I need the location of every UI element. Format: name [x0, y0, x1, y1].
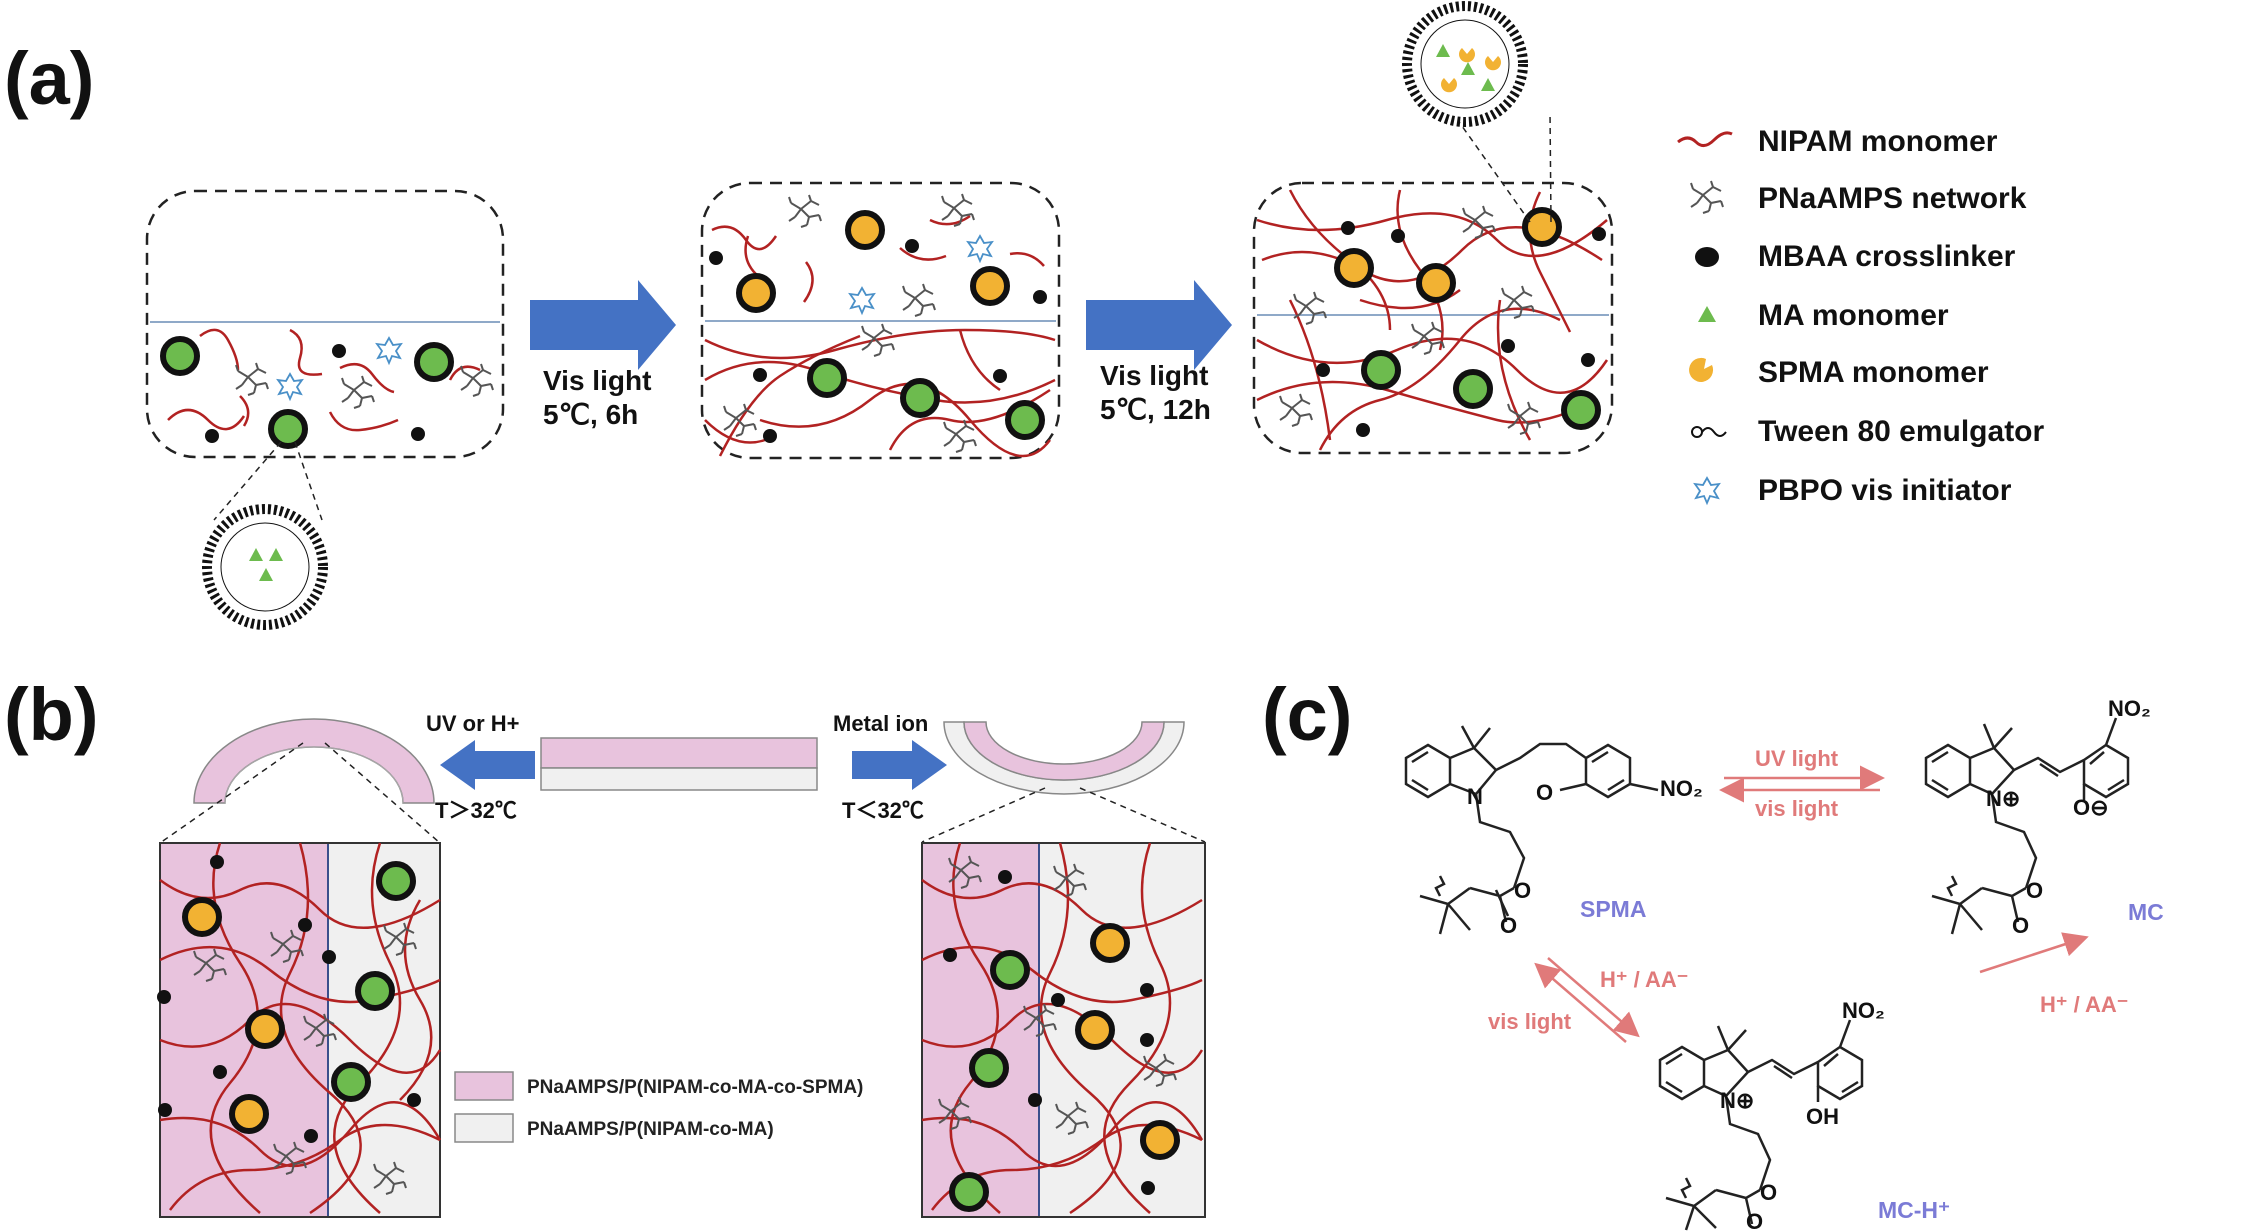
svg-text:NO₂: NO₂ — [1842, 998, 1885, 1023]
svg-text:N⊕: N⊕ — [1720, 1088, 1754, 1113]
legend-item: PNaAMPS/P(NIPAM-co-MA-co-SPMA) — [527, 1077, 863, 1098]
pnaamps-network-icon — [1690, 180, 1724, 214]
svg-text:OH: OH — [1806, 1104, 1839, 1129]
svg-text:O: O — [1514, 878, 1531, 903]
nipam-monomer-icon — [1677, 131, 1733, 147]
legend-item: SPMA monomer — [1758, 356, 1989, 389]
spma-micelle-zoom — [1402, 1, 1552, 223]
svg-text:T＞32℃: T＞32℃ — [435, 798, 517, 823]
svg-text:5℃, 12h: 5℃, 12h — [1100, 394, 1211, 425]
mch-structure — [1658, 1019, 1864, 1231]
spma-structure — [1404, 725, 1659, 935]
svg-text:O: O — [2012, 913, 2029, 938]
tween-emulgator-icon — [1691, 426, 1727, 438]
legend-item: Tween 80 emulgator — [1758, 415, 2045, 448]
svg-text:Metal ion: Metal ion — [833, 711, 928, 736]
legend-panel-a: NIPAM monomer PNaAMPS network MBAA cross… — [1677, 125, 2045, 507]
svg-text:O: O — [1746, 1209, 1763, 1232]
arrow-to-bent-up: UV or H+ T＞32℃ — [426, 711, 535, 823]
pbpo-initiator-icon — [1694, 477, 1720, 504]
svg-text:Vis light: Vis light — [1100, 360, 1208, 391]
svg-text:T＜32℃: T＜32℃ — [842, 798, 924, 823]
svg-text:N: N — [1467, 784, 1483, 809]
ma-monomer-icon — [1698, 306, 1716, 322]
svg-text:O: O — [1760, 1180, 1777, 1205]
rxn-acid-right: H⁺ / AA⁻ — [2040, 992, 2128, 1017]
rxn-arrows — [1534, 765, 2089, 1043]
label-mch: MC-H⁺ — [1878, 1197, 1950, 1223]
reaction-box-final — [1252, 181, 1614, 455]
svg-text:NO₂: NO₂ — [1660, 776, 1703, 801]
reaction-box-stage2 — [700, 181, 1061, 460]
bilayer-zoom-left — [157, 842, 442, 1218]
legend-item: MBAA crosslinker — [1758, 240, 2016, 273]
svg-text:O⊖: O⊖ — [2073, 795, 2109, 820]
legend-item: MA monomer — [1758, 299, 1949, 332]
svg-text:O: O — [1500, 913, 1517, 938]
svg-text:N⊕: N⊕ — [1986, 786, 2020, 811]
legend-panel-b: PNaAMPS/P(NIPAM-co-MA-co-SPMA) PNaAMPS/P… — [454, 1071, 863, 1143]
rxn-uv: UV light — [1755, 746, 1839, 771]
mbaa-crosslinker-icon — [1695, 247, 1719, 267]
rxn-vis: vis light — [1755, 796, 1839, 821]
legend-item: NIPAM monomer — [1758, 125, 1998, 158]
legend-item: PNaAMPS/P(NIPAM-co-MA) — [527, 1119, 774, 1140]
legend-item: PBPO vis initiator — [1758, 474, 2012, 507]
arrow-to-bent-down: Metal ion T＜32℃ — [833, 711, 947, 823]
panel-a-label: (a) — [4, 37, 94, 120]
label-spma: SPMA — [1580, 896, 1646, 922]
bilayer-zoom-right — [921, 842, 1206, 1218]
rxn-acid-left: H⁺ / AA⁻ — [1600, 967, 1688, 992]
process-arrow-step2: Vis light 5℃, 12h — [1086, 280, 1232, 425]
svg-text:UV or H+: UV or H+ — [426, 711, 520, 736]
label-mc: MC — [2128, 899, 2164, 925]
svg-text:O: O — [1536, 780, 1553, 805]
panel-c-label: (c) — [1262, 673, 1352, 756]
spma-monomer-icon — [1689, 357, 1714, 382]
legend-item: PNaAMPS network — [1758, 182, 2027, 215]
reaction-box-initial — [145, 189, 505, 459]
ma-micelle-zoom — [202, 441, 328, 630]
svg-text:5℃, 6h: 5℃, 6h — [543, 399, 638, 430]
svg-text:Vis light: Vis light — [543, 365, 651, 396]
strip-bent-up — [193, 718, 435, 804]
process-arrow-step1: Vis light 5℃, 6h — [530, 280, 676, 430]
mc-structure — [1924, 717, 2130, 935]
panel-b-label: (b) — [4, 673, 99, 756]
strip-bent-down — [943, 721, 1185, 795]
svg-text:O: O — [2026, 878, 2043, 903]
rxn-vis-left: vis light — [1488, 1009, 1572, 1034]
strip-flat — [540, 737, 818, 791]
svg-text:NO₂: NO₂ — [2108, 696, 2151, 721]
